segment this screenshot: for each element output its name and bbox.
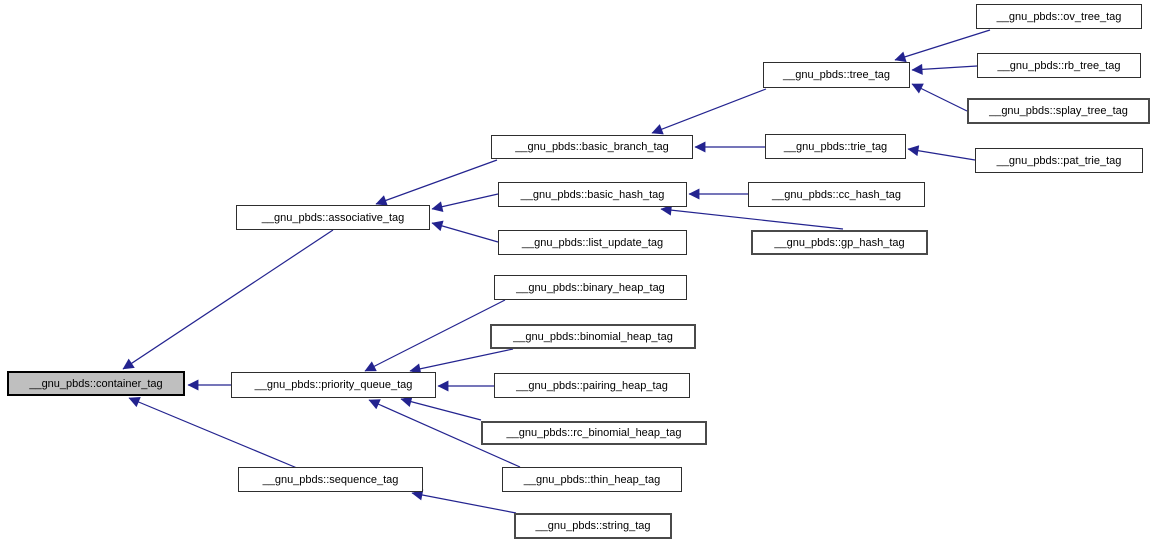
- inheritance-edge-splay_tree_tag-to-tree_tag: [911, 83, 968, 112]
- node-label: __gnu_pbds::gp_hash_tag: [774, 236, 905, 249]
- inheritance-edge-tree_tag-to-basic_branch_tag: [651, 88, 767, 135]
- node-label: __gnu_pbds::splay_tree_tag: [989, 105, 1128, 117]
- node-splay_tree_tag[interactable]: __gnu_pbds::splay_tree_tag: [967, 98, 1150, 124]
- node-priority_queue_tag[interactable]: __gnu_pbds::priority_queue_tag: [231, 372, 436, 398]
- node-container_tag: __gnu_pbds::container_tag: [7, 371, 185, 396]
- node-label: __gnu_pbds::binomial_heap_tag: [513, 330, 673, 343]
- node-label: __gnu_pbds::basic_hash_tag: [520, 188, 665, 201]
- inheritance-edge-string_tag-to-sequence_tag: [411, 489, 517, 514]
- node-label: __gnu_pbds::pairing_heap_tag: [516, 379, 668, 392]
- node-label: __gnu_pbds::sequence_tag: [262, 473, 399, 486]
- node-label: __gnu_pbds::priority_queue_tag: [254, 379, 413, 391]
- node-label: __gnu_pbds::cc_hash_tag: [771, 188, 902, 201]
- inheritance-edge-sequence_tag-to-container_tag: [128, 396, 298, 469]
- node-label: __gnu_pbds::rb_tree_tag: [997, 59, 1121, 72]
- node-basic_hash_tag[interactable]: __gnu_pbds::basic_hash_tag: [498, 182, 687, 207]
- inheritance-edge-basic_branch_tag-to-associative_tag: [375, 159, 498, 206]
- node-label: __gnu_pbds::basic_branch_tag: [515, 141, 669, 153]
- node-string_tag[interactable]: __gnu_pbds::string_tag: [514, 513, 672, 539]
- node-tree_tag[interactable]: __gnu_pbds::tree_tag: [763, 62, 910, 88]
- node-label: __gnu_pbds::trie_tag: [783, 140, 888, 153]
- node-label: __gnu_pbds::rc_binomial_heap_tag: [506, 427, 682, 439]
- inheritance-edge-pat_trie_tag-to-trie_tag: [907, 145, 976, 161]
- node-binomial_heap_tag[interactable]: __gnu_pbds::binomial_heap_tag: [490, 324, 696, 349]
- node-label: __gnu_pbds::list_update_tag: [521, 236, 664, 249]
- node-basic_branch_tag[interactable]: __gnu_pbds::basic_branch_tag: [491, 135, 693, 159]
- node-label: __gnu_pbds::thin_heap_tag: [523, 473, 661, 486]
- inheritance-edge-associative_tag-to-container_tag: [122, 229, 334, 370]
- node-rc_binomial_heap_tag[interactable]: __gnu_pbds::rc_binomial_heap_tag: [481, 421, 707, 445]
- node-ov_tree_tag[interactable]: __gnu_pbds::ov_tree_tag: [976, 4, 1142, 29]
- node-label: __gnu_pbds::tree_tag: [782, 69, 891, 81]
- node-list_update_tag[interactable]: __gnu_pbds::list_update_tag: [498, 230, 687, 255]
- node-binary_heap_tag[interactable]: __gnu_pbds::binary_heap_tag: [494, 275, 687, 300]
- node-label: __gnu_pbds::ov_tree_tag: [996, 10, 1122, 23]
- node-trie_tag[interactable]: __gnu_pbds::trie_tag: [765, 134, 906, 159]
- node-label: __gnu_pbds::pat_trie_tag: [996, 154, 1122, 167]
- node-gp_hash_tag[interactable]: __gnu_pbds::gp_hash_tag: [751, 230, 928, 255]
- inheritance-edge-thin_heap_tag-to-priority_queue_tag: [368, 399, 521, 468]
- inheritance-edge-gp_hash_tag-to-basic_hash_tag: [660, 204, 844, 230]
- node-label: __gnu_pbds::associative_tag: [261, 211, 405, 224]
- node-cc_hash_tag[interactable]: __gnu_pbds::cc_hash_tag: [748, 182, 925, 207]
- node-label: __gnu_pbds::string_tag: [535, 520, 651, 532]
- inheritance-edge-binary_heap_tag-to-priority_queue_tag: [364, 299, 506, 372]
- inheritance-edge-list_update_tag-to-associative_tag: [431, 220, 499, 243]
- inheritance-edge-binomial_heap_tag-to-priority_queue_tag: [409, 348, 514, 375]
- node-pairing_heap_tag[interactable]: __gnu_pbds::pairing_heap_tag: [494, 373, 690, 398]
- node-sequence_tag[interactable]: __gnu_pbds::sequence_tag: [238, 467, 423, 492]
- edges-group: [122, 29, 991, 514]
- inheritance-edge-rc_binomial_heap_tag-to-priority_queue_tag: [400, 396, 482, 421]
- node-rb_tree_tag[interactable]: __gnu_pbds::rb_tree_tag: [977, 53, 1141, 78]
- inheritance-edge-basic_hash_tag-to-associative_tag: [431, 193, 499, 213]
- inheritance-edge-ov_tree_tag-to-tree_tag: [894, 29, 991, 63]
- node-label: __gnu_pbds::container_tag: [29, 377, 163, 390]
- node-label: __gnu_pbds::binary_heap_tag: [516, 281, 665, 294]
- inheritance-edge-rb_tree_tag-to-tree_tag: [911, 63, 978, 75]
- node-thin_heap_tag[interactable]: __gnu_pbds::thin_heap_tag: [502, 467, 682, 492]
- node-pat_trie_tag[interactable]: __gnu_pbds::pat_trie_tag: [975, 148, 1143, 173]
- node-associative_tag[interactable]: __gnu_pbds::associative_tag: [236, 205, 430, 230]
